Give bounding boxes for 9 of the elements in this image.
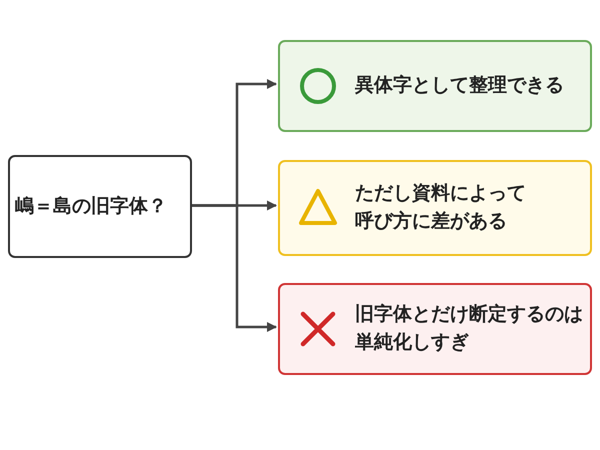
arrow	[192, 204, 277, 332]
answer-text: 異体字として整理できる	[355, 73, 565, 98]
answer-box	[278, 40, 592, 132]
answer-text: ただし資料によって呼び方に差がある	[355, 181, 527, 234]
answer-box	[278, 283, 592, 375]
answer-text: 旧字体とだけ断定するのは単純化しすぎ	[355, 302, 584, 355]
answer-box	[278, 160, 592, 256]
question-text: 嶋＝島の旧字体？	[15, 194, 168, 219]
question-box	[8, 155, 192, 258]
